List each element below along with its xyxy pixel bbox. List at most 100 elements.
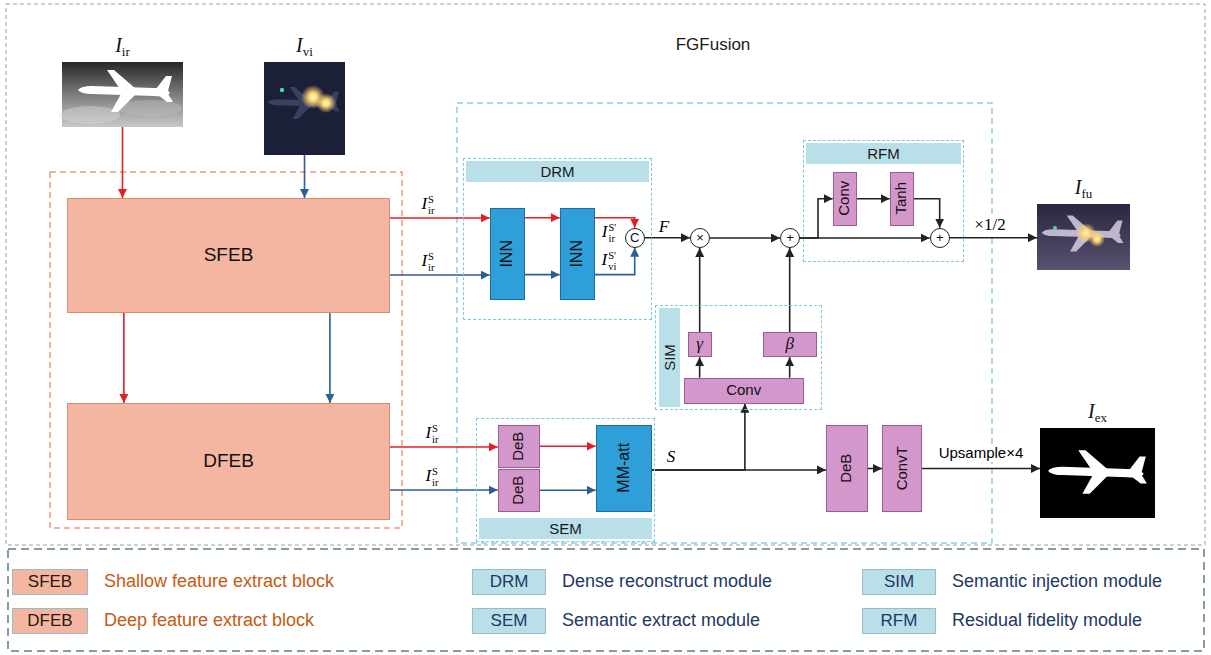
operator-circle: C — [625, 228, 645, 248]
illustration-part — [1048, 450, 1147, 494]
script-stack: viS' — [608, 250, 616, 272]
math-symbol: I — [1088, 400, 1095, 422]
subscript: ir — [432, 434, 438, 445]
layer-block: ConvT — [882, 425, 922, 512]
block-label: + — [786, 231, 794, 245]
edge-label: ×1/2 — [972, 216, 1007, 235]
block-label: DeB — [510, 432, 527, 461]
connector-arrow — [789, 248, 791, 332]
image-label: Ifu — [1007, 176, 1160, 201]
legend-abbreviation: RFM — [881, 612, 918, 631]
legend-text: Shallow feature extract block — [104, 572, 334, 592]
illustration-part — [78, 70, 173, 112]
connector-arrow — [914, 199, 940, 228]
connector-arrow — [123, 313, 125, 403]
layer-block: Tanh — [890, 172, 914, 226]
subscript: fu — [1081, 186, 1092, 201]
block-label: + — [936, 231, 944, 245]
network-block: INN — [490, 208, 525, 300]
block-label: ConvT — [894, 446, 911, 490]
image-label: Iex — [1010, 400, 1185, 425]
connector-arrow — [525, 217, 560, 219]
operator-circle: + — [780, 228, 800, 248]
math-symbol: I — [1075, 176, 1082, 198]
layer-block: DeB — [498, 425, 540, 468]
edge-label: Upsample×4 — [937, 445, 1026, 462]
illustration-part — [60, 106, 120, 124]
edge-label: IirS — [419, 194, 436, 216]
feature-block: SFEB — [67, 198, 390, 313]
operator-circle: × — [690, 228, 710, 248]
module-header: SIM — [659, 308, 680, 407]
connector-arrow — [857, 198, 890, 200]
connector-arrow — [699, 357, 701, 378]
connector-arrow — [652, 469, 826, 471]
connector-arrow — [800, 237, 930, 239]
module-group: RFMConvTanh+ — [803, 140, 964, 262]
block-label: Conv — [836, 181, 853, 216]
illustration-part — [1053, 226, 1057, 230]
connector-arrow — [304, 155, 306, 198]
script-stack: irS — [432, 423, 438, 445]
math-symbol: I — [296, 34, 303, 56]
layer-block: Conv — [684, 378, 804, 404]
image-panel: Iir — [62, 62, 183, 127]
connector-arrow — [922, 468, 1040, 470]
legend-abbreviation: SIM — [884, 573, 914, 592]
script-stack: irS — [432, 466, 438, 488]
feature-block: DFEB — [67, 403, 390, 520]
module-group: SIMγβConv — [655, 305, 822, 410]
image-panel: Iex — [1040, 428, 1155, 518]
fused-image — [1037, 204, 1130, 270]
connector-arrow — [390, 217, 490, 219]
legend-text: Dense reconstruct module — [562, 572, 772, 592]
block-label: INN — [568, 240, 586, 268]
edge-label: S — [665, 448, 678, 467]
connector-arrow — [699, 248, 701, 332]
connector-arrow — [329, 313, 331, 403]
network-block: MM-att — [596, 425, 652, 512]
script-stack: irS — [428, 194, 434, 216]
math-symbol: I — [421, 251, 427, 270]
connector-arrow — [950, 237, 1037, 239]
diagram-title: FGFusion — [676, 36, 751, 55]
illustration-part — [1042, 215, 1124, 251]
infrared-image — [60, 62, 183, 127]
superscript: S' — [608, 250, 616, 261]
legend-abbreviation: DRM — [490, 573, 529, 592]
fusion-frame — [457, 103, 992, 543]
illustration-part — [78, 70, 173, 112]
operator-circle: + — [930, 228, 950, 248]
math-symbol: S — [667, 447, 676, 466]
block-label: DFEB — [203, 451, 254, 472]
encoder-frame — [50, 172, 402, 528]
block-label: SFEB — [204, 245, 254, 266]
script-stack: irS' — [608, 222, 616, 244]
subscript: ir — [428, 262, 434, 273]
connector-arrow — [652, 404, 745, 470]
layer-block: DeB — [826, 425, 868, 512]
block-label: × — [696, 231, 704, 245]
subscript: ir — [428, 205, 434, 216]
edge-label: IirS — [423, 466, 440, 488]
block-label: γ — [696, 335, 703, 354]
connector-arrow — [122, 127, 124, 198]
illustration-part — [1048, 450, 1147, 494]
subscript: vi — [303, 44, 313, 59]
illustration-part — [1040, 428, 1155, 518]
connector-arrow — [540, 445, 596, 447]
block-label: DeB — [510, 476, 527, 505]
edge-label: IirS' — [600, 222, 618, 244]
block-label: Conv — [726, 382, 761, 399]
block-label: INN — [498, 240, 516, 268]
edge-label: F — [657, 218, 671, 237]
outer-frame — [6, 4, 1205, 545]
superscript: S — [428, 251, 434, 262]
superscript: S — [432, 423, 438, 434]
superscript: S — [432, 466, 438, 477]
legend-abbreviation: DFEB — [27, 612, 72, 631]
connector-arrow — [595, 248, 635, 275]
block-label: Tanh — [893, 182, 910, 215]
